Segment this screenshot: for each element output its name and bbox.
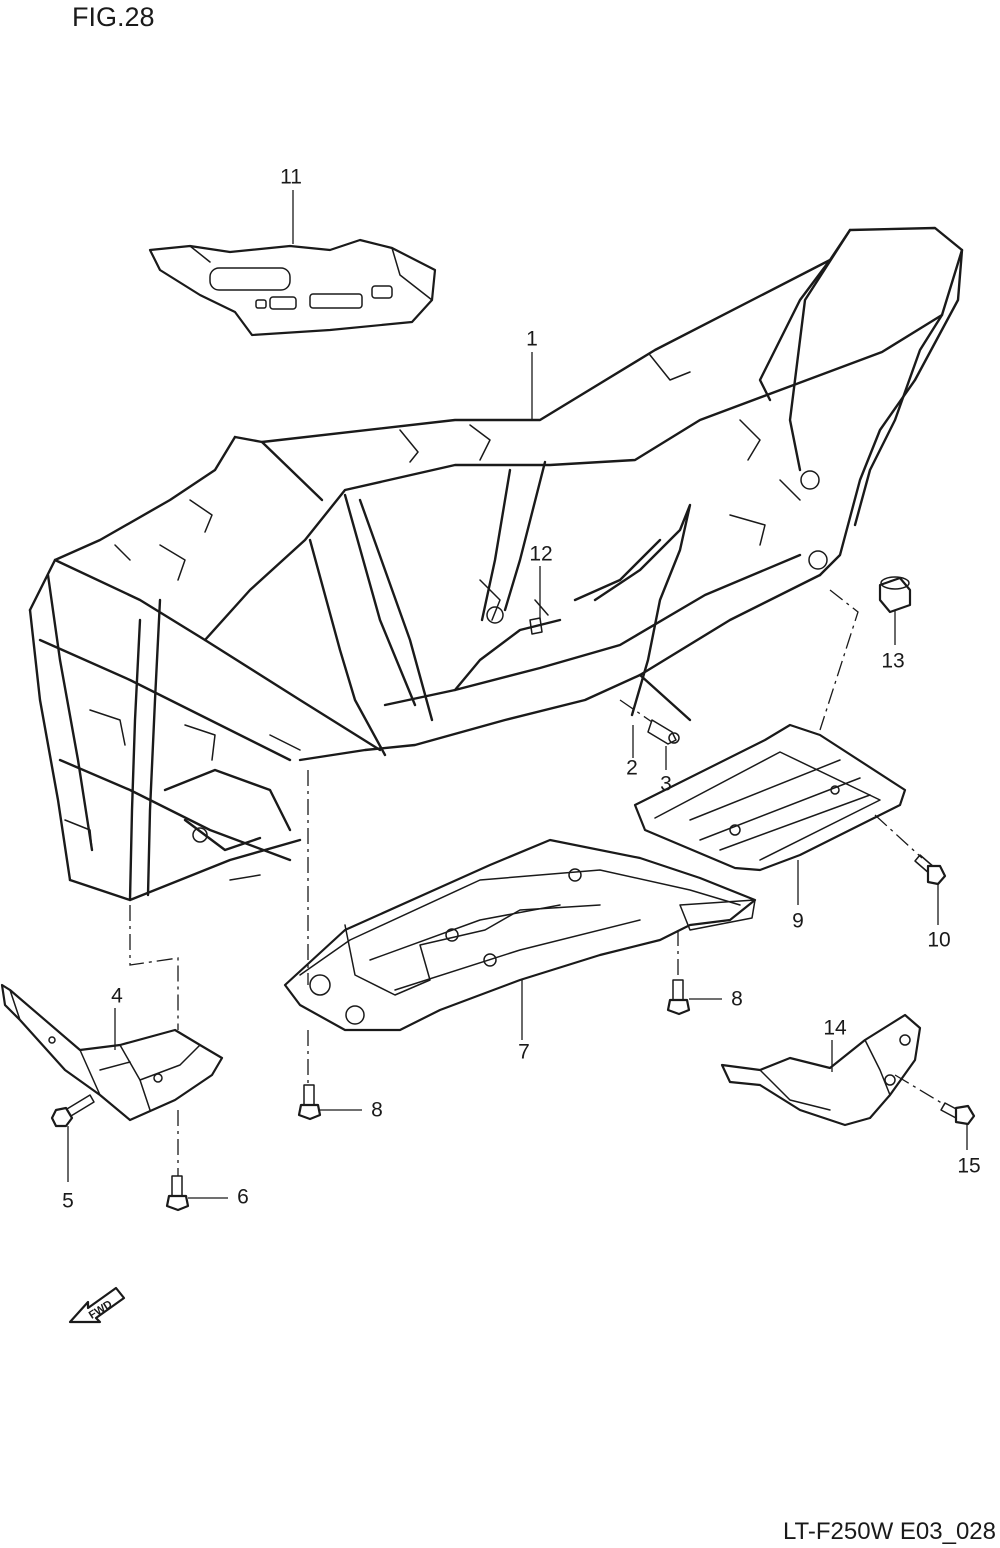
part-13-cushion <box>878 576 912 614</box>
part-12-clip <box>529 617 543 635</box>
part-4-front-skid-plate <box>0 983 224 1122</box>
part-8-bolt-left <box>297 1084 322 1121</box>
callout-13: 13 <box>881 649 905 673</box>
part-5-bolt <box>50 1094 95 1128</box>
callout-6: 6 <box>237 1185 249 1209</box>
figure-title: FIG.28 <box>72 2 155 32</box>
callout-2: 2 <box>626 756 638 780</box>
figure-code: LT-F250W E03_028 <box>782 1518 996 1545</box>
fwd-arrow-icon: FWD <box>68 1286 126 1324</box>
part-7-main-skid-plate <box>283 838 757 1032</box>
part-6-bolt <box>165 1175 190 1212</box>
callout-12: 12 <box>529 542 553 566</box>
callout-1: 1 <box>526 327 538 351</box>
callout-8-right: 8 <box>731 987 743 1011</box>
assembly-lines <box>129 589 946 1176</box>
callout-3: 3 <box>660 772 672 796</box>
part-9-rear-skid-plate <box>633 723 907 872</box>
part-15-bolt <box>940 1102 976 1126</box>
callout-8-left: 8 <box>371 1098 383 1122</box>
callout-11: 11 <box>280 165 302 189</box>
part-1-main-frame <box>28 226 964 902</box>
part-10-bolt <box>914 854 947 886</box>
callout-7: 7 <box>518 1040 530 1064</box>
callout-10: 10 <box>927 928 951 952</box>
callout-9: 9 <box>792 909 804 933</box>
callout-15: 15 <box>957 1154 981 1178</box>
part-8-bolt-right <box>666 979 691 1016</box>
callout-4: 4 <box>111 984 123 1008</box>
callout-14: 14 <box>823 1016 847 1040</box>
part-14-heat-guard <box>720 1013 922 1127</box>
part-3-bolt <box>647 719 680 745</box>
part-11-brace-plate <box>148 238 437 337</box>
callout-leaders <box>67 190 968 1199</box>
callout-5: 5 <box>62 1189 74 1213</box>
